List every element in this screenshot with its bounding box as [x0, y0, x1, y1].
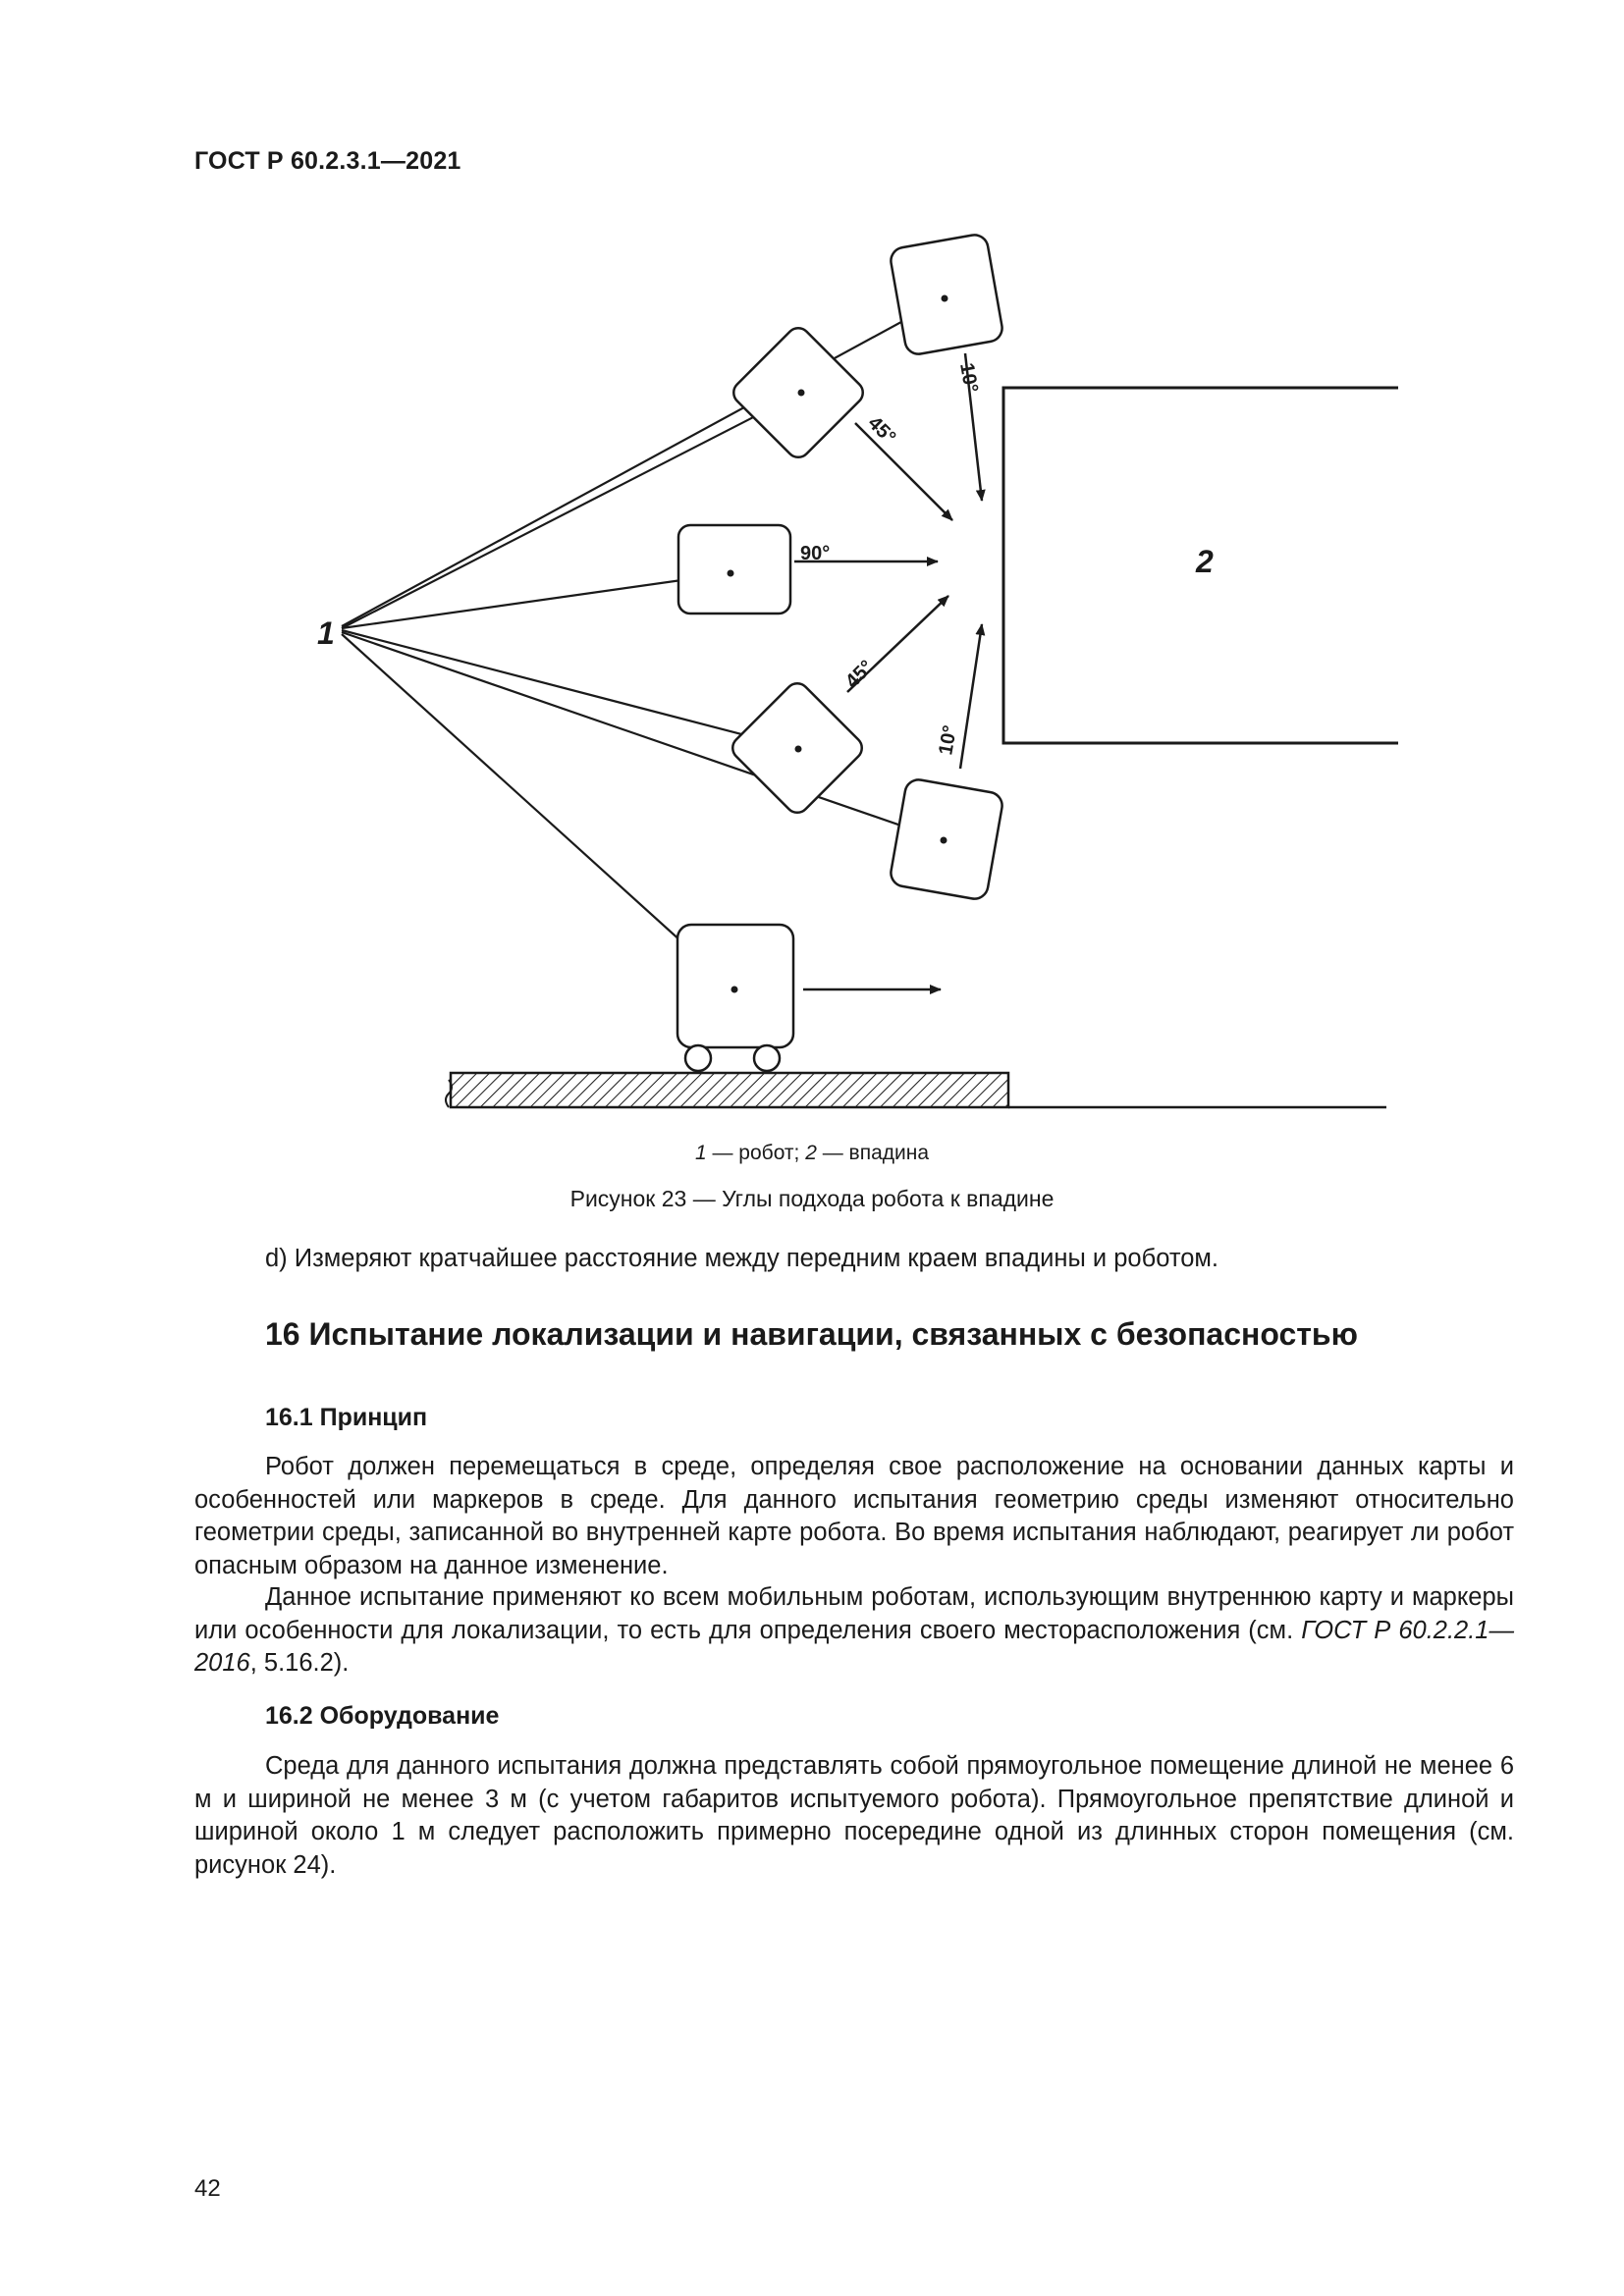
angle-label-top-10: 10° — [955, 361, 982, 395]
robot-on-floor — [676, 923, 795, 1049]
robot-centers — [727, 294, 948, 993]
document-header: ГОСТ Р 60.2.3.1—2021 — [194, 147, 461, 175]
robot-wheel-left — [683, 1043, 713, 1073]
paragraph-16-1-principle: Робот должен перемещаться в среде, опред… — [194, 1453, 1514, 1579]
label-recess-2: 2 — [1195, 544, 1214, 579]
figure-legend: 1 — робот; 2 — впадина — [0, 1142, 1624, 1165]
angle-label-top-45: 45° — [863, 412, 899, 449]
subsection-16-1-heading: 16.1 Принцип — [265, 1404, 428, 1431]
recess-outline — [1001, 386, 1398, 745]
sight-lines — [341, 297, 946, 990]
angle-label-90: 90° — [800, 543, 830, 564]
standard-reference: ГОСТ Р 60.2.2.1—2016 — [194, 1616, 1514, 1678]
figure-caption: Рисунок 23 — Углы подхода робота к впади… — [569, 1186, 1055, 1211]
robot-position-top-10 — [890, 234, 1003, 355]
paragraph-16-1-scope: Данное испытание применяют ко всем мобил… — [194, 1581, 1514, 1681]
paragraph-16-2-equipment: Среда для данного испытания должна предс… — [194, 1752, 1514, 1879]
list-item-d: d) Измеряют кратчайшее расстояние между … — [265, 1245, 1219, 1272]
legend-text-recess: — впадина — [816, 1142, 930, 1164]
subsection-16-2-heading: 16.2 Оборудование — [265, 1702, 500, 1730]
robot-wheel-right — [752, 1043, 782, 1073]
page-number: 42 — [194, 2175, 221, 2202]
floor-hatched — [449, 1071, 1010, 1109]
angle-label-low-45: 45° — [841, 657, 878, 693]
angle-label-low-10: 10° — [935, 723, 961, 757]
legend-number-2: 2 — [805, 1142, 817, 1164]
section-16-heading: 16 Испытание локализации и навигации, св… — [265, 1316, 1358, 1352]
label-robot-1: 1 — [317, 615, 335, 651]
legend-text-robot: — робот; — [706, 1142, 806, 1164]
robot-position-90 — [677, 523, 792, 615]
scope-text: Данное испытание применяют ко всем мобил… — [194, 1583, 1514, 1644]
figure-23-diagram: 1 2 10° 45° 90° 45° 10° — [317, 234, 1398, 1109]
scope-text-end: , 5.16.2). — [249, 1649, 350, 1677]
approach-arrows — [794, 352, 986, 994]
legend-number-1: 1 — [694, 1142, 707, 1164]
